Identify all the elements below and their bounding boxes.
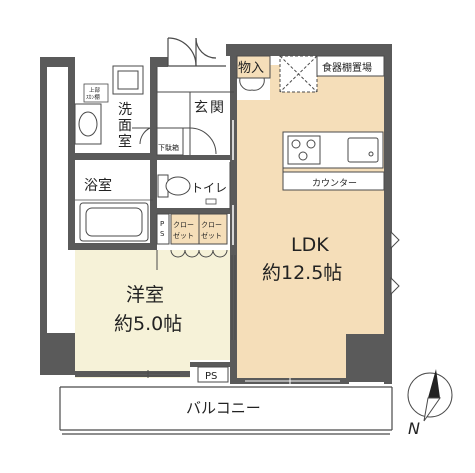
burner-2 bbox=[306, 139, 316, 149]
entrance-door[interactable] bbox=[167, 37, 226, 67]
wall-top-entrance-left bbox=[150, 57, 168, 67]
compass-ring bbox=[407, 372, 453, 418]
shoe-box-label: 下駄箱 bbox=[158, 143, 179, 152]
ldk-floor[interactable] bbox=[237, 65, 384, 380]
wall-ps-box bbox=[190, 362, 234, 367]
small-ps-label-2: S bbox=[160, 230, 165, 238]
closet-b-label-1: クロー bbox=[201, 221, 222, 229]
kitchen-sink[interactable] bbox=[347, 137, 379, 163]
wall-notch bbox=[68, 57, 75, 77]
western-ldk-slider[interactable] bbox=[231, 255, 236, 340]
western-title: 洋室 bbox=[126, 284, 164, 306]
washing-machine-drain bbox=[117, 70, 139, 90]
storage-label: 物入 bbox=[238, 61, 264, 76]
counter-label: カウンター bbox=[312, 178, 357, 189]
wash-basin bbox=[78, 111, 98, 137]
upper-cabinet-label-1: 上部 bbox=[89, 86, 101, 94]
ps-label: PS bbox=[205, 371, 217, 382]
ps-box bbox=[197, 366, 229, 383]
wall-top-left bbox=[40, 57, 75, 67]
walls bbox=[40, 44, 392, 384]
closet-a-label-2: ゼット bbox=[173, 231, 194, 240]
small-ps-shaft bbox=[156, 213, 170, 245]
balcony-label: バルコニー bbox=[186, 399, 261, 417]
burner-3 bbox=[298, 151, 308, 161]
pantry-shelf[interactable] bbox=[316, 55, 385, 77]
toilet-paper-holder bbox=[205, 198, 217, 205]
compass-needle-icon bbox=[428, 369, 440, 398]
wall-left-inner bbox=[68, 67, 75, 250]
ldk-title: LDK bbox=[291, 234, 329, 256]
toilet-label: トイレ bbox=[191, 181, 227, 195]
pantry-label: 食器棚置場 bbox=[322, 61, 372, 74]
entrance-label-1: 玄 bbox=[194, 99, 208, 116]
storage-door[interactable] bbox=[239, 77, 265, 91]
burner-1 bbox=[291, 139, 301, 149]
wall-bath-western bbox=[75, 243, 157, 250]
hall-door[interactable] bbox=[189, 127, 217, 155]
closet-a-label-1: クロー bbox=[173, 221, 194, 229]
closet-doors[interactable] bbox=[170, 249, 228, 258]
balcony[interactable] bbox=[59, 386, 393, 435]
bath-label: 浴室 bbox=[84, 177, 112, 194]
washroom-label-3: 室 bbox=[118, 133, 132, 150]
wall-left-upper bbox=[40, 57, 47, 347]
wall-top-right bbox=[226, 44, 391, 56]
wall-western-bottom bbox=[75, 371, 190, 377]
wall-toilet-closet bbox=[157, 208, 234, 214]
compass-needle-tail bbox=[423, 397, 441, 422]
storage[interactable] bbox=[236, 55, 271, 79]
toilet-bowl[interactable] bbox=[165, 176, 191, 196]
closet-a[interactable] bbox=[170, 213, 200, 245]
wall-wash-bath bbox=[75, 153, 153, 160]
washroom-door[interactable] bbox=[132, 127, 151, 145]
wall-right bbox=[384, 44, 392, 384]
compass-label: N bbox=[408, 419, 420, 438]
small-ps-label-1: P bbox=[160, 220, 164, 228]
entrance-label-2: 関 bbox=[210, 100, 224, 116]
ldk-size: 約12.5帖 bbox=[262, 262, 342, 284]
sink-drain bbox=[368, 151, 374, 157]
fridge-cross-2 bbox=[279, 55, 318, 93]
western-size: 約5.0帖 bbox=[114, 313, 182, 335]
western-window[interactable] bbox=[110, 370, 180, 378]
wall-bath-right bbox=[150, 67, 157, 250]
right-windows[interactable] bbox=[390, 230, 400, 296]
upper-cabinet-label-2: ｽｶﾝ棚 bbox=[86, 93, 100, 101]
shoe-box[interactable] bbox=[156, 127, 184, 156]
ldk-window[interactable] bbox=[245, 378, 340, 384]
wall-entrance-bottom bbox=[157, 155, 234, 160]
closet-b-label-2: ゼット bbox=[201, 231, 222, 240]
column-bottom-right bbox=[346, 334, 392, 382]
closet-b[interactable] bbox=[198, 213, 228, 245]
column-bottom-left bbox=[40, 333, 75, 375]
washroom-label-2: 面 bbox=[118, 118, 132, 134]
compass: N bbox=[407, 369, 453, 438]
upper-cabinet bbox=[83, 83, 109, 103]
washroom-label-1: 洗 bbox=[118, 102, 132, 118]
bathtub[interactable] bbox=[79, 202, 149, 242]
western-room-floor[interactable] bbox=[75, 250, 234, 378]
bathtub-inner bbox=[85, 207, 143, 237]
